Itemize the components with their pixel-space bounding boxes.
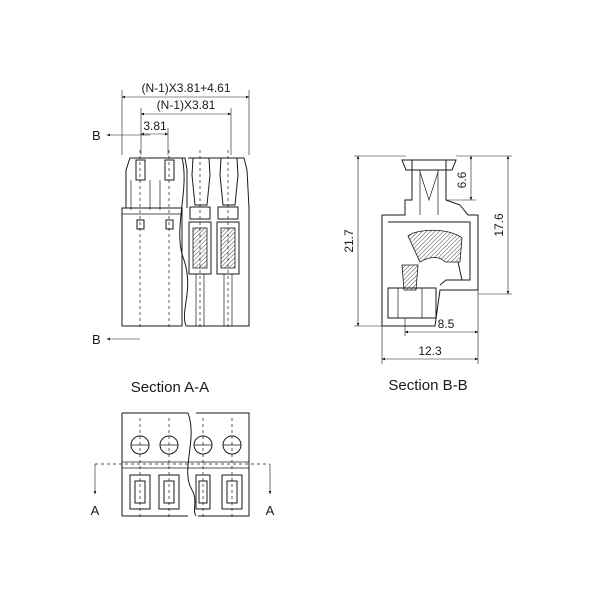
dim-height-right-label: 17.6 xyxy=(492,213,506,237)
section-aa-caption: Section A-A xyxy=(131,379,209,396)
dim-width-total: 12.3 xyxy=(381,326,479,364)
svg-text:B: B xyxy=(92,332,101,347)
front-section-half xyxy=(186,150,250,330)
dim-total-width: (N-1)X3.81+4.61 xyxy=(121,81,250,155)
section-bb-view: 21.7 17.6 6.6 8.5 12.3 Section B-B xyxy=(342,155,512,394)
dim-span-label: (N-1)X3.81 xyxy=(157,98,216,112)
dim-height-right: 17.6 xyxy=(456,155,512,295)
dim-height-total: 21.7 xyxy=(342,155,406,327)
dim-span-width: (N-1)X3.81 xyxy=(140,98,232,155)
dim-top-neck-label: 6.6 xyxy=(455,171,469,188)
front-view: (N-1)X3.81+4.61 (N-1)X3.81 3.81 B B xyxy=(92,81,250,347)
dim-total-label: (N-1)X3.81+4.61 xyxy=(141,81,230,95)
dim-pitch: 3.81 xyxy=(140,119,169,155)
dim-width-inner-label: 8.5 xyxy=(438,317,455,331)
front-exterior-half xyxy=(121,150,188,330)
break-line-aa xyxy=(187,412,197,517)
contact-2 xyxy=(216,157,240,326)
section-marker-b-bottom: B xyxy=(92,332,140,347)
section-marker-b-top: B xyxy=(92,128,150,143)
break-line xyxy=(179,157,189,327)
section-line-aa: A A xyxy=(91,463,275,518)
section-bb-caption: Section B-B xyxy=(388,377,467,394)
dim-top-neck: 6.6 xyxy=(446,155,476,201)
dim-width-total-label: 12.3 xyxy=(418,344,442,358)
svg-text:B: B xyxy=(92,128,101,143)
dim-width-inner: 8.5 xyxy=(404,290,479,364)
dim-height-total-label: 21.7 xyxy=(342,229,356,253)
section-marker-a-right: A xyxy=(266,503,275,518)
section-marker-a-left: A xyxy=(91,503,100,518)
wire-entries xyxy=(129,474,243,510)
screw-heads xyxy=(130,435,242,455)
section-aa-view: Section A-A xyxy=(91,379,275,520)
dim-pitch-label: 3.81 xyxy=(143,119,167,133)
